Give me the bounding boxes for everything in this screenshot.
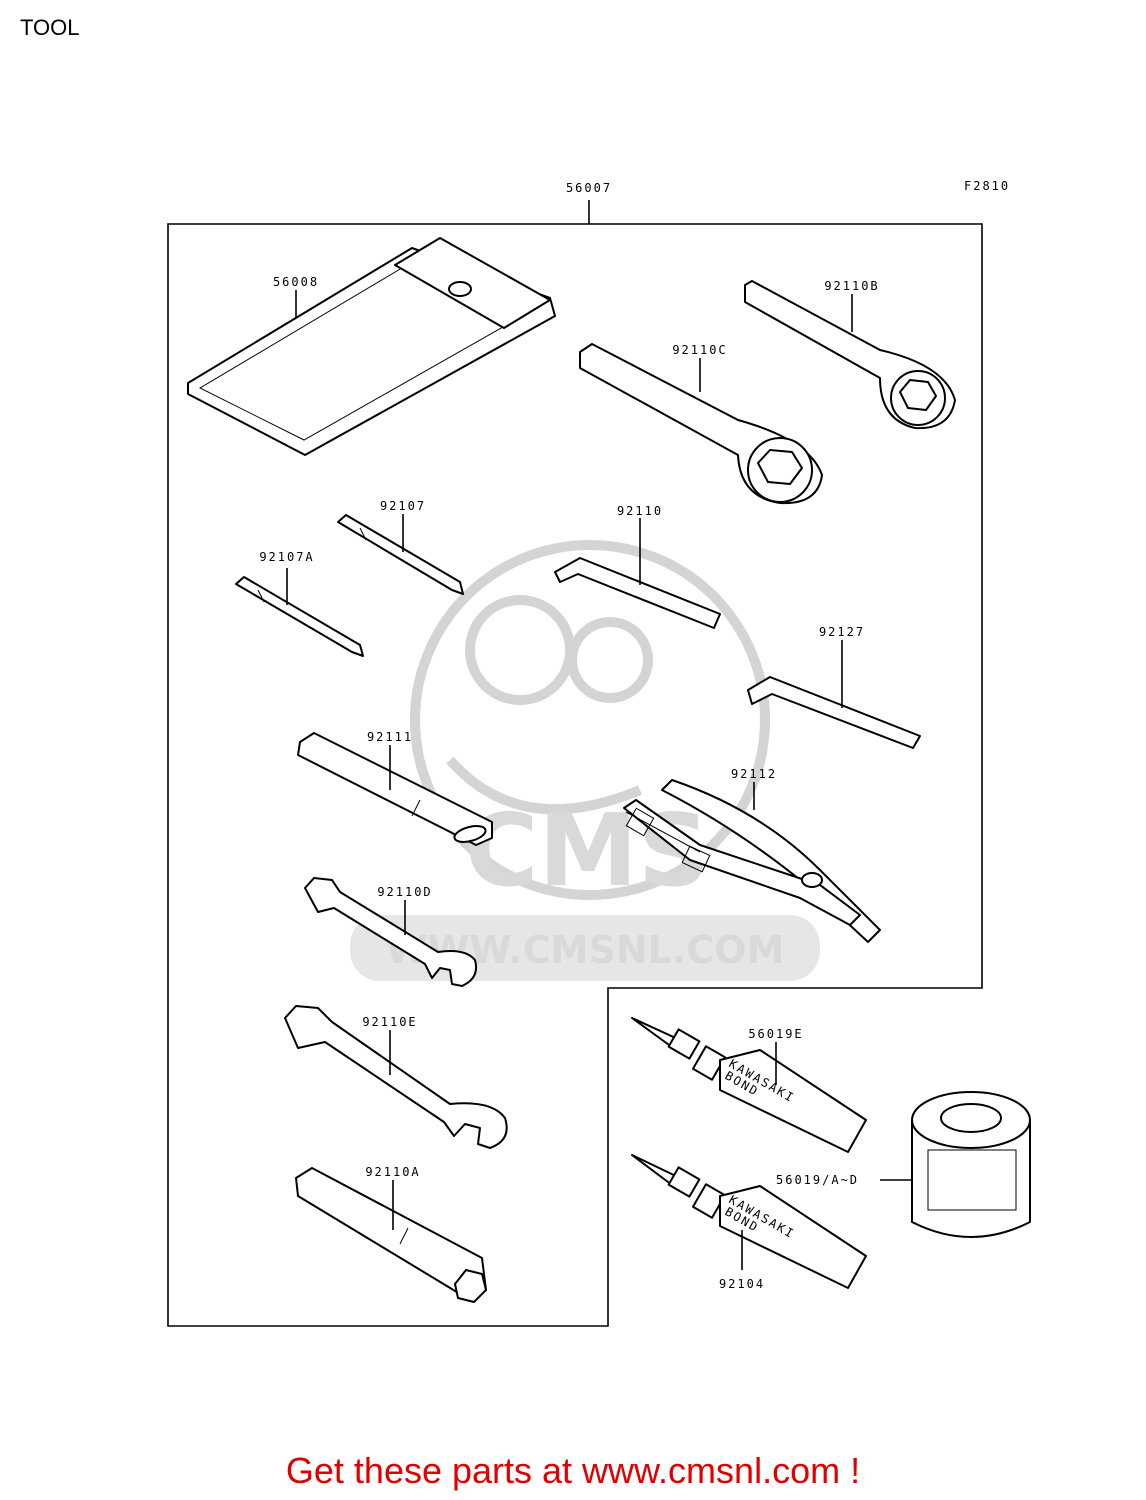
label-56008: 56008 bbox=[273, 275, 319, 289]
label-92110E: 92110E bbox=[362, 1015, 417, 1029]
box-wrench-92110A: 92110A bbox=[295, 1165, 487, 1303]
label-92107A: 92107A bbox=[259, 550, 314, 564]
screwdriver-92107A: 92107A bbox=[235, 550, 364, 657]
tool-bag-56008: 56008 bbox=[187, 237, 556, 456]
label-92111: 92111 bbox=[367, 730, 413, 744]
footer-cta[interactable]: Get these parts at www.cmsnl.com ! bbox=[285, 1450, 861, 1491]
ring-wrench-92110B: 92110B bbox=[744, 279, 956, 430]
ring-wrench-92110C: 92110C bbox=[579, 343, 823, 505]
open-wrench-92110E: 92110E bbox=[284, 1005, 508, 1149]
label-56019E: 56019E bbox=[748, 1027, 803, 1041]
bond-tube-56019E: KAWASAKI BOND 56019E bbox=[631, 1017, 867, 1153]
cms-watermark: CMS WWW.CMSNL.COM bbox=[350, 540, 820, 981]
label-92110D: 92110D bbox=[377, 885, 432, 899]
label-92127: 92127 bbox=[819, 625, 865, 639]
open-wrench-92110D: 92110D bbox=[304, 877, 478, 987]
label-92110: 92110 bbox=[617, 504, 663, 518]
label-92104: 92104 bbox=[719, 1277, 765, 1291]
figure-code: F2810 bbox=[964, 179, 1010, 193]
can-56019AD: 56019/A~D bbox=[776, 1091, 1031, 1238]
label-92110C: 92110C bbox=[672, 343, 727, 357]
screwdriver-92107: 92107 bbox=[337, 499, 464, 595]
hex-key-92110: 92110 bbox=[554, 504, 721, 629]
label-92110B: 92110B bbox=[824, 279, 879, 293]
label-56019AD: 56019/A~D bbox=[776, 1173, 859, 1187]
watermark-logo: CMS bbox=[465, 792, 710, 909]
label-92107: 92107 bbox=[380, 499, 426, 513]
page-title: TOOL bbox=[20, 15, 80, 40]
label-92112: 92112 bbox=[731, 767, 777, 781]
extension-bar-92111: 92111 bbox=[297, 730, 493, 846]
label-92110A: 92110A bbox=[365, 1165, 420, 1179]
pliers-92112: 92112 bbox=[623, 767, 881, 943]
label-56007: 56007 bbox=[566, 181, 612, 195]
kit-boundary bbox=[167, 223, 983, 1327]
bond-tube-92104: KAWASAKI BOND 92104 bbox=[631, 1154, 867, 1291]
hex-key-92127: 92127 bbox=[747, 625, 921, 749]
